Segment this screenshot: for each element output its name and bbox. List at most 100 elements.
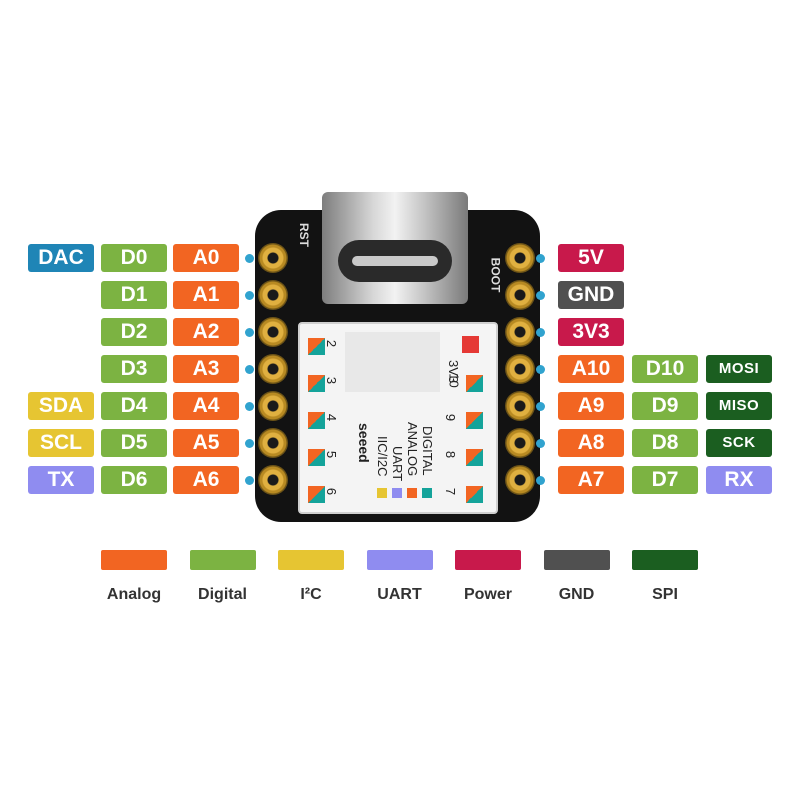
right-pin-connector-dot (536, 291, 545, 300)
legend-swatch (632, 550, 698, 570)
shield-logo-area (345, 332, 440, 392)
legend-swatch (543, 550, 610, 570)
left-digital-tag: D1 (101, 281, 167, 309)
left-analog-tag: A1 (173, 281, 239, 309)
right-first-tag: A7 (558, 466, 624, 494)
right-pin-number: 9 (443, 413, 459, 422)
left-pin-number: 2 (324, 339, 340, 348)
left-pin-connector-dot (245, 254, 254, 263)
right-pin-connector-dot (536, 439, 545, 448)
right-first-tag: 3V3 (558, 318, 624, 346)
legend-label: I²C (300, 586, 322, 603)
left-pin-marker-icon (308, 412, 325, 429)
left-pin-number: 5 (324, 450, 340, 459)
legend-swatch (189, 550, 256, 570)
left-pin-marker-icon (308, 375, 325, 392)
usb-c-tongue (352, 256, 438, 266)
right-extra-tag: SCK (706, 429, 772, 457)
left-extra-tag: SDA (28, 392, 94, 420)
left-pin-pad (258, 317, 288, 347)
left-pin-connector-dot (245, 476, 254, 485)
right-pin-pad (505, 280, 535, 310)
left-digital-tag: D3 (101, 355, 167, 383)
right-digital-tag: D9 (632, 392, 698, 420)
right-first-tag: 5V (558, 244, 624, 272)
right-pin-pad (505, 317, 535, 347)
right-pin-connector-dot (536, 365, 545, 374)
right-pin-connector-dot (536, 476, 545, 485)
legend-swatch (455, 550, 521, 570)
left-analog-tag: A4 (173, 392, 239, 420)
left-analog-tag: A0 (173, 244, 239, 272)
left-analog-tag: A6 (173, 466, 239, 494)
boot-silk-label: BOOT (488, 257, 503, 293)
right-pin-number: 7 (443, 487, 459, 496)
legend-label: SPI (652, 586, 678, 603)
legend-swatch (101, 550, 167, 570)
left-pin-connector-dot (245, 402, 254, 411)
legend-label: GND (558, 586, 595, 603)
left-analog-tag: A5 (173, 429, 239, 457)
left-pin-pad (258, 243, 288, 273)
right-pin-marker-icon (466, 449, 483, 466)
right-pin-number: 10 (446, 373, 462, 388)
left-digital-tag: D4 (101, 392, 167, 420)
left-pin-number: 3 (324, 376, 340, 385)
left-digital-tag: D0 (101, 244, 167, 272)
right-pin-pad (505, 428, 535, 458)
seeed-logo: seeed (356, 423, 372, 463)
legend-swatch (278, 550, 344, 570)
right-first-tag: A9 (558, 392, 624, 420)
right-first-tag: A10 (558, 355, 624, 383)
rst-silk-label: RST (297, 223, 311, 247)
legend-label: Power (463, 586, 512, 603)
left-analog-tag: A2 (173, 318, 239, 346)
right-first-tag: GND (558, 281, 624, 309)
right-pin-connector-dot (536, 328, 545, 337)
right-pin-marker-icon (466, 486, 483, 503)
right-first-tag: A8 (558, 429, 624, 457)
left-pin-pad (258, 354, 288, 384)
left-pin-connector-dot (245, 291, 254, 300)
left-pin-pad (258, 280, 288, 310)
right-pin-marker-icon (466, 412, 483, 429)
right-extra-tag: RX (706, 466, 772, 494)
legend-swatch (366, 550, 433, 570)
left-analog-tag: A3 (173, 355, 239, 383)
left-pin-number: 6 (324, 487, 340, 496)
right-extra-tag: MISO (706, 392, 772, 420)
left-pin-marker-icon (308, 449, 325, 466)
right-pin-connector-dot (536, 402, 545, 411)
left-pin-marker-icon (308, 338, 325, 355)
left-pin-pad (258, 391, 288, 421)
left-pin-marker-icon (308, 486, 325, 503)
key-analog-swatch (407, 488, 417, 498)
right-digital-tag: D7 (632, 466, 698, 494)
key-digital-swatch (422, 488, 432, 498)
key-uart-swatch (392, 488, 402, 498)
right-pin-pad (505, 243, 535, 273)
left-digital-tag: D5 (101, 429, 167, 457)
key-i2c: IIC/I2C (375, 436, 390, 477)
left-pin-pad (258, 465, 288, 495)
right-pin-marker-icon (466, 375, 483, 392)
left-digital-tag: D2 (101, 318, 167, 346)
left-digital-tag: D6 (101, 466, 167, 494)
key-analog: ANALOG (405, 422, 420, 477)
key-i2c-swatch (377, 488, 387, 498)
right-extra-tag: MOSI (706, 355, 772, 383)
power-marker-icon (462, 336, 479, 353)
right-pin-connector-dot (536, 254, 545, 263)
left-extra-tag: TX (28, 466, 94, 494)
legend-label: UART (377, 586, 422, 603)
right-digital-tag: D10 (632, 355, 698, 383)
left-pin-connector-dot (245, 328, 254, 337)
right-digital-tag: D8 (632, 429, 698, 457)
right-pin-pad (505, 354, 535, 384)
left-pin-connector-dot (245, 365, 254, 374)
left-pin-pad (258, 428, 288, 458)
left-extra-tag: SCL (28, 429, 94, 457)
left-pin-connector-dot (245, 439, 254, 448)
right-pin-number: 8 (443, 450, 459, 459)
key-uart: UART (390, 446, 405, 482)
